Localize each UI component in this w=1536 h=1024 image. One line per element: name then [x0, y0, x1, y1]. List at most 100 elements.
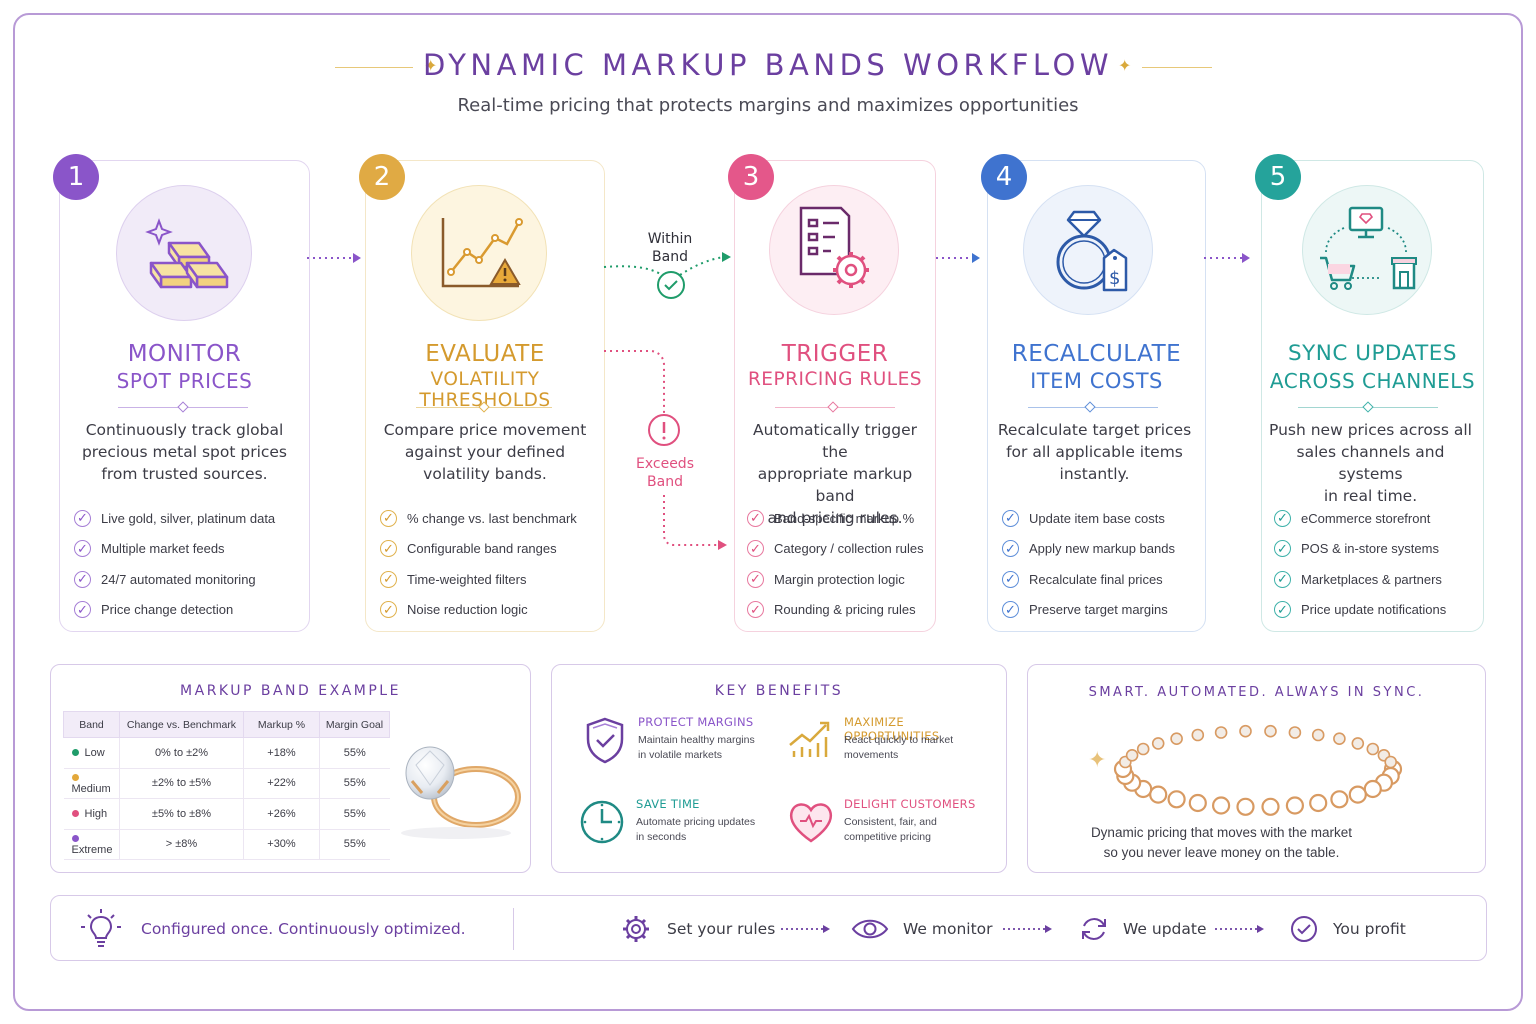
list-item: ✓24/7 automated monitoring: [74, 564, 303, 595]
tennis-bracelet-image: ✦ ✦: [1088, 724, 1403, 816]
bracelet-stone: [1188, 793, 1207, 813]
check-icon: ✓: [747, 540, 764, 558]
step-number-badge: 3: [728, 154, 774, 200]
lightbulb-icon: [81, 909, 121, 947]
step-card-recalculate: 4 $ RECALCULATE ITEM COSTS Recalculate t…: [981, 154, 1206, 632]
title-rule-right: [1142, 67, 1212, 68]
key-benefits-panel: KEY BENEFITS PROTECT MARGINS Maintain he…: [551, 664, 1007, 873]
check-circle-icon: [657, 271, 685, 299]
bracelet-stone: [1363, 779, 1382, 799]
footer-tagline: Configured once. Continuously optimized.: [79, 896, 466, 962]
check-icon: ✓: [1274, 570, 1291, 588]
sync-promo-panel: SMART. AUTOMATED. ALWAYS IN SYNC. ✦ ✦ Dy…: [1027, 664, 1486, 873]
bracelet-stone: [1384, 755, 1398, 769]
step-number-badge: 4: [981, 154, 1027, 200]
diamond-ring-image: [401, 746, 521, 839]
bracelet-stone: [1330, 790, 1349, 809]
table-header-row: Band Change vs. Benchmark Markup % Margi…: [63, 711, 390, 738]
svg-text:✦: ✦: [1088, 748, 1106, 773]
check-icon: ✓: [74, 570, 91, 588]
page-subtitle: Real-time pricing that protects margins …: [457, 95, 1079, 116]
exceeds-band-label: Exceeds Band: [636, 456, 694, 490]
page-title: DYNAMIC MARKUP BANDS WORKFLOW: [422, 48, 1114, 82]
list-item: ✓POS & in-store systems: [1274, 534, 1477, 565]
header: ✦ DYNAMIC MARKUP BANDS WORKFLOW ✦: [0, 48, 1536, 88]
check-icon: ✓: [1002, 601, 1019, 619]
step-subtitle: REPRICING RULES: [747, 369, 923, 390]
step-title: RECALCULATE: [1011, 341, 1182, 367]
bracelet-stone: [1236, 797, 1255, 816]
step-feature-list: ✓% change vs. last benchmark ✓Configurab…: [380, 503, 598, 625]
bracelet-stone: [1348, 785, 1367, 804]
step-description: Compare price movement against your defi…: [383, 421, 587, 483]
check-icon: ✓: [74, 540, 91, 558]
gear-icon: [623, 916, 649, 942]
step-number-badge: 1: [53, 154, 99, 200]
step-description: Push new prices across all sales channel…: [1269, 421, 1472, 505]
list-item: ✓Time-weighted filters: [380, 564, 598, 595]
bracelet-stone: [1151, 737, 1165, 750]
sparkle-icon: ✦: [1118, 58, 1132, 75]
bracelet-stone: [1149, 785, 1168, 804]
panel-title: SMART. AUTOMATED. ALWAYS IN SYNC.: [1088, 685, 1425, 700]
step-subtitle: ACROSS CHANNELS: [1269, 369, 1476, 393]
flow-arrow: [1204, 253, 1250, 263]
list-item: ✓Live gold, silver, platinum data: [74, 503, 303, 534]
panel-caption: Dynamic pricing that moves with the mark…: [1090, 825, 1353, 860]
diamond-ornament: [1084, 401, 1096, 413]
band-color-dot: [71, 834, 79, 842]
panel-title: MARKUP BAND EXAMPLE: [180, 683, 401, 699]
step-card-monitor: 1 MONITOR SPOT PRICES Continuously track…: [53, 154, 310, 632]
check-circle-icon: [1291, 916, 1317, 942]
step-feature-list: ✓eCommerce storefront ✓POS & in-store sy…: [1274, 503, 1477, 625]
footer-step-monitor: We monitor: [851, 896, 993, 962]
bracelet-stone: [1167, 790, 1186, 809]
volatility-chart-icon: [411, 185, 547, 321]
footer-arrow: [781, 925, 830, 933]
footer-arrow: [1003, 925, 1052, 933]
markup-band-table: Band Change vs. Benchmark Markup % Margi…: [63, 711, 390, 860]
list-item: ✓Recalculate final prices: [1002, 564, 1199, 595]
check-icon: ✓: [380, 601, 397, 619]
list-item: ✓Multiple market feeds: [74, 534, 303, 565]
bracelet-stone: [1261, 797, 1280, 816]
band-color-dot: [71, 749, 79, 757]
table-row: Medium ±2% to ±5% +22% 55%: [63, 768, 390, 799]
check-icon: ✓: [1274, 540, 1291, 558]
band-color-dot: [71, 773, 79, 781]
within-band-arrow: [603, 252, 731, 299]
list-item: ✓Configurable band ranges: [380, 534, 598, 565]
table-row: High ±5% to ±8% +26% 55%: [63, 798, 390, 830]
check-icon: ✓: [380, 570, 397, 588]
bracelet-stone: [1351, 737, 1365, 750]
check-icon: ✓: [74, 509, 91, 527]
list-item: ✓Margin protection logic: [747, 564, 929, 595]
footer-divider: [513, 908, 514, 950]
step-feature-list: ✓Live gold, silver, platinum data ✓Multi…: [74, 503, 303, 625]
footer-step-profit: You profit: [1289, 896, 1406, 962]
list-item: ✓eCommerce storefront: [1274, 503, 1477, 534]
bracelet-stone: [1212, 796, 1231, 815]
sparkle-icon: ✦: [424, 58, 438, 75]
panel-title: KEY BENEFITS: [714, 683, 844, 699]
shield-check-icon: [586, 717, 624, 764]
markup-band-example-panel: MARKUP BAND EXAMPLE Band Change vs. Benc…: [50, 664, 531, 873]
check-icon: ✓: [380, 540, 397, 558]
table-row: Extreme > ±8% +30% 55%: [63, 829, 390, 860]
check-icon: ✓: [74, 601, 91, 619]
step-subtitle: VOLATILITY THRESHOLDS: [419, 369, 551, 411]
step-feature-list: ✓Band-specific markup % ✓Category / coll…: [747, 503, 929, 625]
list-item: ✓Price change detection: [74, 595, 303, 626]
gold-bars-icon: [116, 185, 252, 321]
bracelet-stone: [1288, 726, 1302, 739]
step-card-evaluate: 2 EVALUATE VOLATILITY THRESHOLDS Compare…: [359, 154, 605, 632]
step-number-badge: 2: [359, 154, 405, 200]
column-header: Markup %: [243, 711, 320, 738]
band-color-dot: [71, 810, 79, 818]
clock-icon: [580, 800, 624, 844]
heart-icon: [790, 803, 832, 843]
column-header: Band: [63, 711, 120, 738]
check-icon: ✓: [747, 509, 764, 527]
step-title: TRIGGER: [781, 341, 889, 367]
